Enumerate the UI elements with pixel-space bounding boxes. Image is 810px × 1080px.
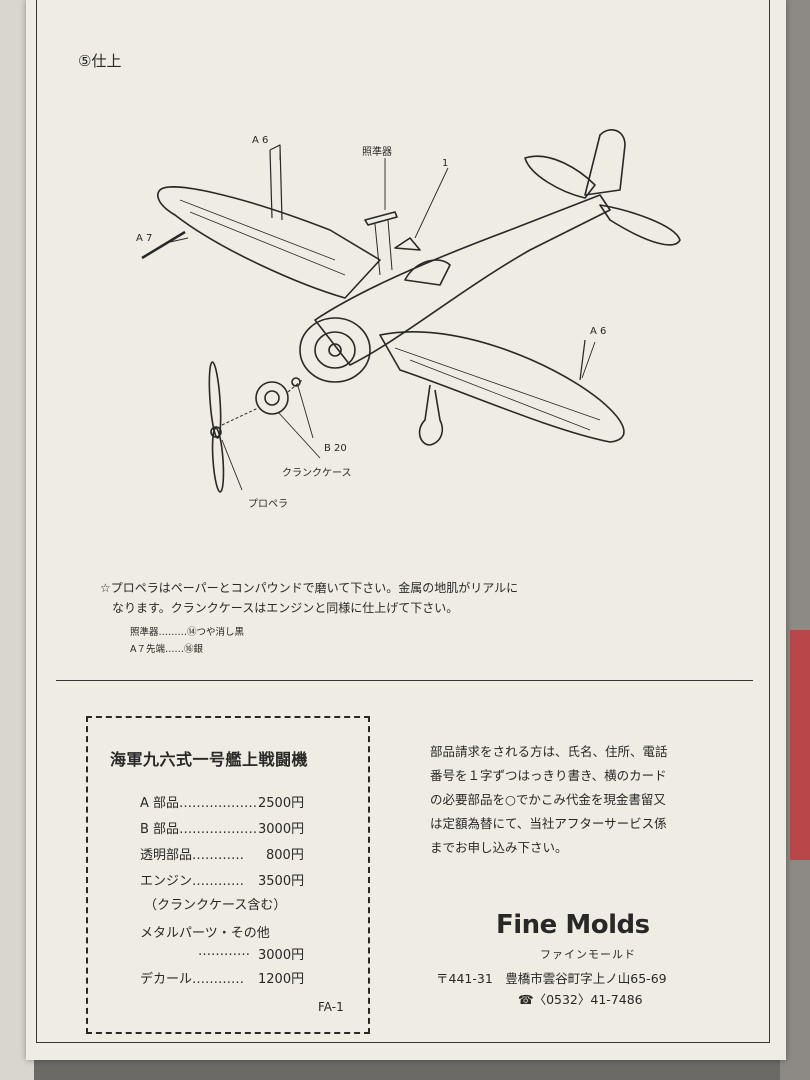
order-line: 番号を１字ずつはっきり書き、横のカード — [430, 768, 667, 783]
note-line: ☆プロペラはペーパーとコンパウンドで磨いて下さい。金属の地肌がリアルに — [100, 581, 519, 595]
propeller-blade-bottom — [211, 427, 225, 493]
order-line: は定額為替にて、当社アフターサービス係 — [430, 816, 667, 831]
parts-price: 1200円 — [258, 972, 305, 987]
model-code: FA-1 — [318, 1000, 344, 1014]
right-wing — [379, 331, 625, 443]
vertical-tail — [584, 129, 626, 196]
note-line: なります。クランクケースはエンジンと同様に仕上げて下さい。 — [112, 601, 459, 615]
color-note: A７先端……⑯銀 — [130, 644, 203, 655]
parts-row: A 部品……………… — [140, 796, 258, 811]
parts-price: 3000円 — [258, 822, 305, 837]
parts-row: B 部品……………… — [140, 822, 258, 837]
a6-strut-top — [269, 144, 283, 221]
gunsight-part — [364, 211, 398, 226]
section-divider — [56, 680, 753, 681]
label-a6-top: A 6 — [252, 135, 269, 146]
landing-gear — [418, 384, 444, 446]
background-red-box — [790, 630, 810, 860]
label-part-1: 1 — [442, 158, 449, 169]
instruction-page — [26, 0, 786, 1060]
parts-row: 透明部品………… — [140, 848, 245, 863]
color-note: 照準器………⑭つや消し黒 — [130, 627, 245, 638]
label-b20: B 20 — [324, 443, 347, 454]
order-line: 部品請求をされる方は、氏名、住所、電話 — [430, 744, 668, 759]
company-address: 〒441-31 豊橋市雲谷町字上ノ山65-69 — [436, 971, 667, 986]
parts-row: メタルパーツ・その他 — [140, 926, 270, 941]
cockpit — [404, 259, 451, 286]
brand-kana: ファインモールド — [540, 948, 636, 961]
parts-row: （クランクケース含む） — [144, 898, 287, 913]
label-a6-right: A 6 — [590, 326, 607, 337]
windscreen-part — [394, 237, 421, 251]
color-notes: 照準器………⑭つや消し黒 A７先端……⑯銀 — [130, 624, 244, 658]
parts-price: 800円 — [266, 848, 304, 863]
company-phone: ☎〈0532〉41-7486 — [518, 992, 643, 1007]
propeller-blade-top — [208, 361, 222, 439]
label-gunsight: 照準器 — [362, 147, 392, 158]
finishing-note: ☆プロペラはペーパーとコンパウンドで磨いて下さい。金属の地肌がリアルに なります… — [100, 578, 518, 618]
fuselage — [314, 194, 611, 366]
order-line: までお申し込み下さい。 — [430, 840, 568, 855]
engine-cowling — [299, 317, 371, 383]
page-frame — [36, 0, 770, 1043]
crankcase-part — [255, 381, 289, 415]
parts-price: 2500円 — [258, 796, 305, 811]
parts-row: ………… — [198, 944, 250, 959]
parts-row: デカール………… — [140, 972, 245, 987]
label-propeller: プロペラ — [248, 499, 288, 510]
right-stabilizer — [599, 204, 681, 246]
step-title: ⑤仕上 — [78, 52, 122, 70]
label-a7: A 7 — [136, 233, 153, 244]
order-line: の必要部品を○でかこみ代金を現金書留又 — [430, 792, 666, 807]
a6-strut-right — [579, 339, 586, 381]
label-crankcase: クランクケース — [282, 468, 352, 479]
parts-row: エンジン………… — [140, 874, 245, 889]
a7-pitot — [141, 230, 186, 260]
parts-price: 3000円 — [258, 948, 305, 963]
left-wing — [157, 186, 381, 299]
parts-price: 3500円 — [258, 874, 305, 889]
parts-order-instructions: 部品請求をされる方は、氏名、住所、電話 番号を１字ずつはっきり書き、横のカード … — [430, 740, 730, 860]
left-stabilizer — [524, 155, 596, 199]
fine-molds-logo: Fine Molds — [496, 910, 650, 940]
parts-box-title: 海軍九六式一号艦上戦闘機 — [110, 750, 309, 769]
airplane-diagram — [141, 129, 681, 493]
parts-price-box: 海軍九六式一号艦上戦闘機 A 部品……………… 2500円 B 部品………………… — [86, 716, 370, 1034]
